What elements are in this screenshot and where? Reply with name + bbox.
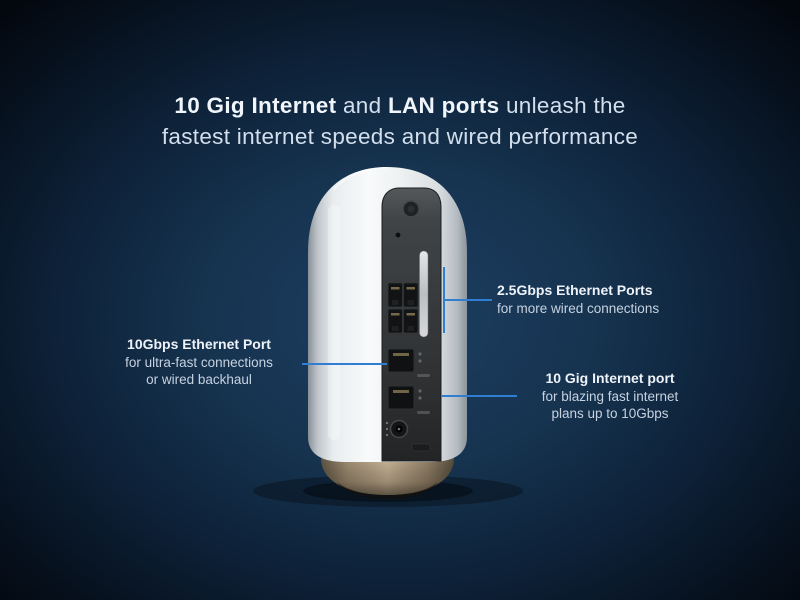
body-highlight — [328, 205, 340, 440]
callout-text: plans up to 10Gbps — [551, 406, 669, 421]
leader-lines — [302, 267, 517, 397]
headline-text-2: unleash the — [499, 93, 626, 118]
callout-10gig-internet: 10 Gig Internet port for blazing fast in… — [518, 370, 702, 422]
internet-10g-port — [387, 385, 430, 414]
ethernet-2-5g-port-grid — [387, 282, 419, 334]
headline-bold-1: 10 Gig Internet — [174, 93, 337, 118]
headline: 10 Gig Internet and LAN ports unleash th… — [0, 90, 800, 152]
ethernet-port — [403, 308, 419, 334]
ethernet-port — [387, 282, 403, 308]
ethernet-port — [403, 282, 419, 308]
callout-text: for ultra-fast connections — [125, 355, 273, 370]
ethernet-port — [387, 308, 403, 334]
callout-10gbps-ethernet: 10Gbps Ethernet Port for ultra-fast conn… — [98, 336, 300, 388]
top-highlight — [333, 167, 388, 190]
headline-bold-2: LAN ports — [387, 93, 500, 118]
headline-line-2: fastest internet speeds and wired perfor… — [161, 124, 639, 149]
rear-port-panel — [381, 187, 442, 462]
callout-heading: 2.5Gbps Ethernet Ports — [497, 282, 653, 298]
callout-text: for more wired connections — [497, 301, 660, 316]
callout-heading: 10 Gig Internet port — [545, 370, 675, 386]
headline-line-1: 10 Gig Internet and LAN ports unleash th… — [0, 90, 800, 121]
callout-heading: 10Gbps Ethernet Port — [127, 336, 271, 352]
headline-text-1: and — [336, 93, 388, 118]
callout-text: or wired backhaul — [146, 372, 252, 387]
sync-button-icon — [402, 200, 420, 218]
reset-pinhole-icon — [395, 232, 401, 238]
power-jack-icon — [385, 419, 409, 439]
vent-slot — [419, 250, 429, 338]
regulatory-label — [411, 443, 431, 452]
callout-text: for blazing fast internet — [541, 389, 679, 404]
ethernet-10g-port — [387, 348, 430, 377]
callout-2-5gbps-ethernet: 2.5Gbps Ethernet Ports for more wired co… — [497, 282, 702, 317]
